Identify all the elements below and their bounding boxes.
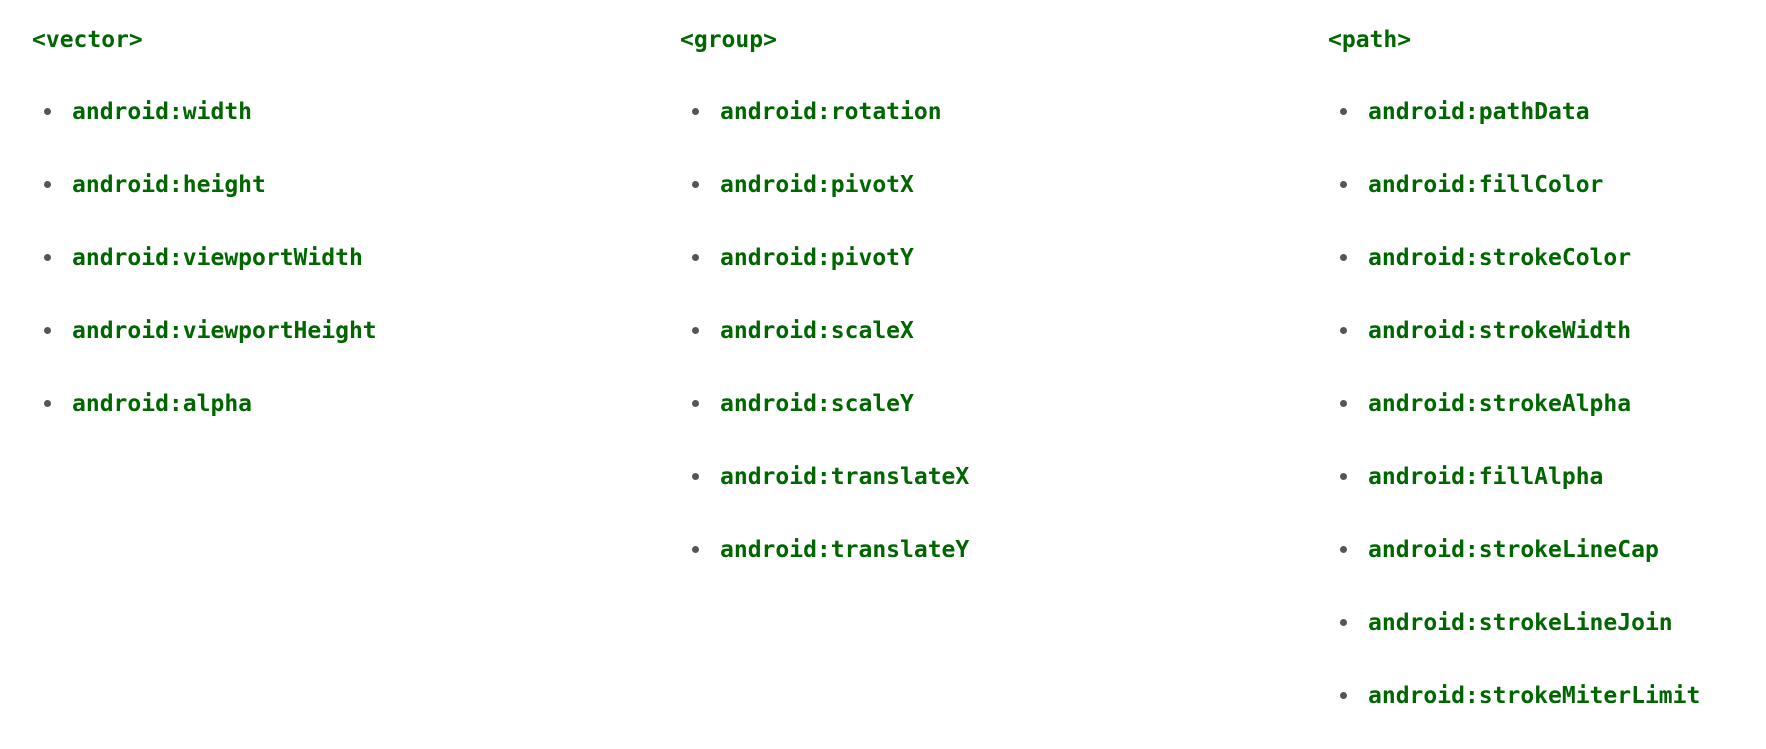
path-tag-heading: <path> [1328, 27, 1412, 53]
list-item: android:strokeAlpha [1328, 384, 1766, 457]
attribute-name: android:scaleY [720, 391, 914, 417]
attribute-name: android:scaleX [720, 318, 914, 344]
attribute-name: android:viewportWidth [72, 245, 363, 271]
group-tag-heading: <group> [680, 27, 777, 53]
attribute-name: android:pivotY [720, 245, 914, 271]
attribute-name: android:height [72, 172, 266, 198]
list-item: android:scaleY [680, 384, 1240, 457]
list-item: android:pathData [1328, 92, 1766, 165]
list-item: android:viewportHeight [32, 311, 592, 384]
list-item: android:height [32, 165, 592, 238]
bullet-icon [692, 181, 699, 188]
attribute-name: android:translateX [720, 464, 970, 490]
bullet-icon [44, 254, 51, 261]
attribute-name: android:strokeColor [1368, 245, 1632, 271]
bullet-icon [1340, 619, 1347, 626]
list-item: android:pivotX [680, 165, 1240, 238]
list-item: android:strokeMiterLimit [1328, 676, 1766, 749]
attribute-name: android:strokeMiterLimit [1368, 683, 1701, 709]
attribute-name: android:strokeWidth [1368, 318, 1632, 344]
list-item: android:fillColor [1328, 165, 1766, 238]
list-item: android:alpha [32, 384, 592, 457]
attribute-name: android:translateY [720, 537, 970, 563]
bullet-icon [1340, 181, 1347, 188]
bullet-icon [1340, 108, 1347, 115]
bullet-icon [1340, 473, 1347, 480]
attribute-name: android:strokeLineJoin [1368, 610, 1673, 636]
attribute-name: android:alpha [72, 391, 253, 417]
attribute-name: android:rotation [720, 99, 942, 125]
group-attribute-list: android:rotation android:pivotX android:… [680, 92, 1240, 603]
bullet-icon [692, 108, 699, 115]
list-item: android:strokeLineJoin [1328, 603, 1766, 676]
vector-tag-heading: <vector> [32, 27, 143, 53]
attribute-name: android:viewportHeight [72, 318, 377, 344]
attribute-name: android:pivotX [720, 172, 914, 198]
list-item: android:strokeWidth [1328, 311, 1766, 384]
attribute-name: android:width [72, 99, 253, 125]
bullet-icon [44, 400, 51, 407]
bullet-icon [692, 546, 699, 553]
bullet-icon [692, 327, 699, 334]
bullet-icon [1340, 546, 1347, 553]
bullet-icon [44, 327, 51, 334]
bullet-icon [692, 473, 699, 480]
bullet-icon [44, 108, 51, 115]
bullet-icon [1340, 327, 1347, 334]
bullet-icon [692, 400, 699, 407]
path-attribute-list: android:pathData android:fillColor andro… [1328, 92, 1766, 749]
list-item: android:translateY [680, 530, 1240, 603]
vector-attribute-list: android:width android:height android:vie… [32, 92, 592, 457]
list-item: android:scaleX [680, 311, 1240, 384]
vector-column: <vector> android:width android:height an… [32, 20, 592, 457]
attribute-name: android:pathData [1368, 99, 1590, 125]
group-column: <group> android:rotation android:pivotX … [680, 20, 1240, 603]
bullet-icon [1340, 254, 1347, 261]
list-item: android:fillAlpha [1328, 457, 1766, 530]
bullet-icon [44, 181, 51, 188]
bullet-icon [1340, 400, 1347, 407]
attribute-name: android:strokeAlpha [1368, 391, 1632, 417]
bullet-icon [692, 254, 699, 261]
path-column: <path> android:pathData android:fillColo… [1328, 20, 1766, 749]
attribute-name: android:fillColor [1368, 172, 1604, 198]
list-item: android:strokeColor [1328, 238, 1766, 311]
list-item: android:width [32, 92, 592, 165]
bullet-icon [1340, 692, 1347, 699]
list-item: android:translateX [680, 457, 1240, 530]
attribute-name: android:fillAlpha [1368, 464, 1604, 490]
list-item: android:viewportWidth [32, 238, 592, 311]
attribute-name: android:strokeLineCap [1368, 537, 1659, 563]
list-item: android:rotation [680, 92, 1240, 165]
list-item: android:strokeLineCap [1328, 530, 1766, 603]
list-item: android:pivotY [680, 238, 1240, 311]
